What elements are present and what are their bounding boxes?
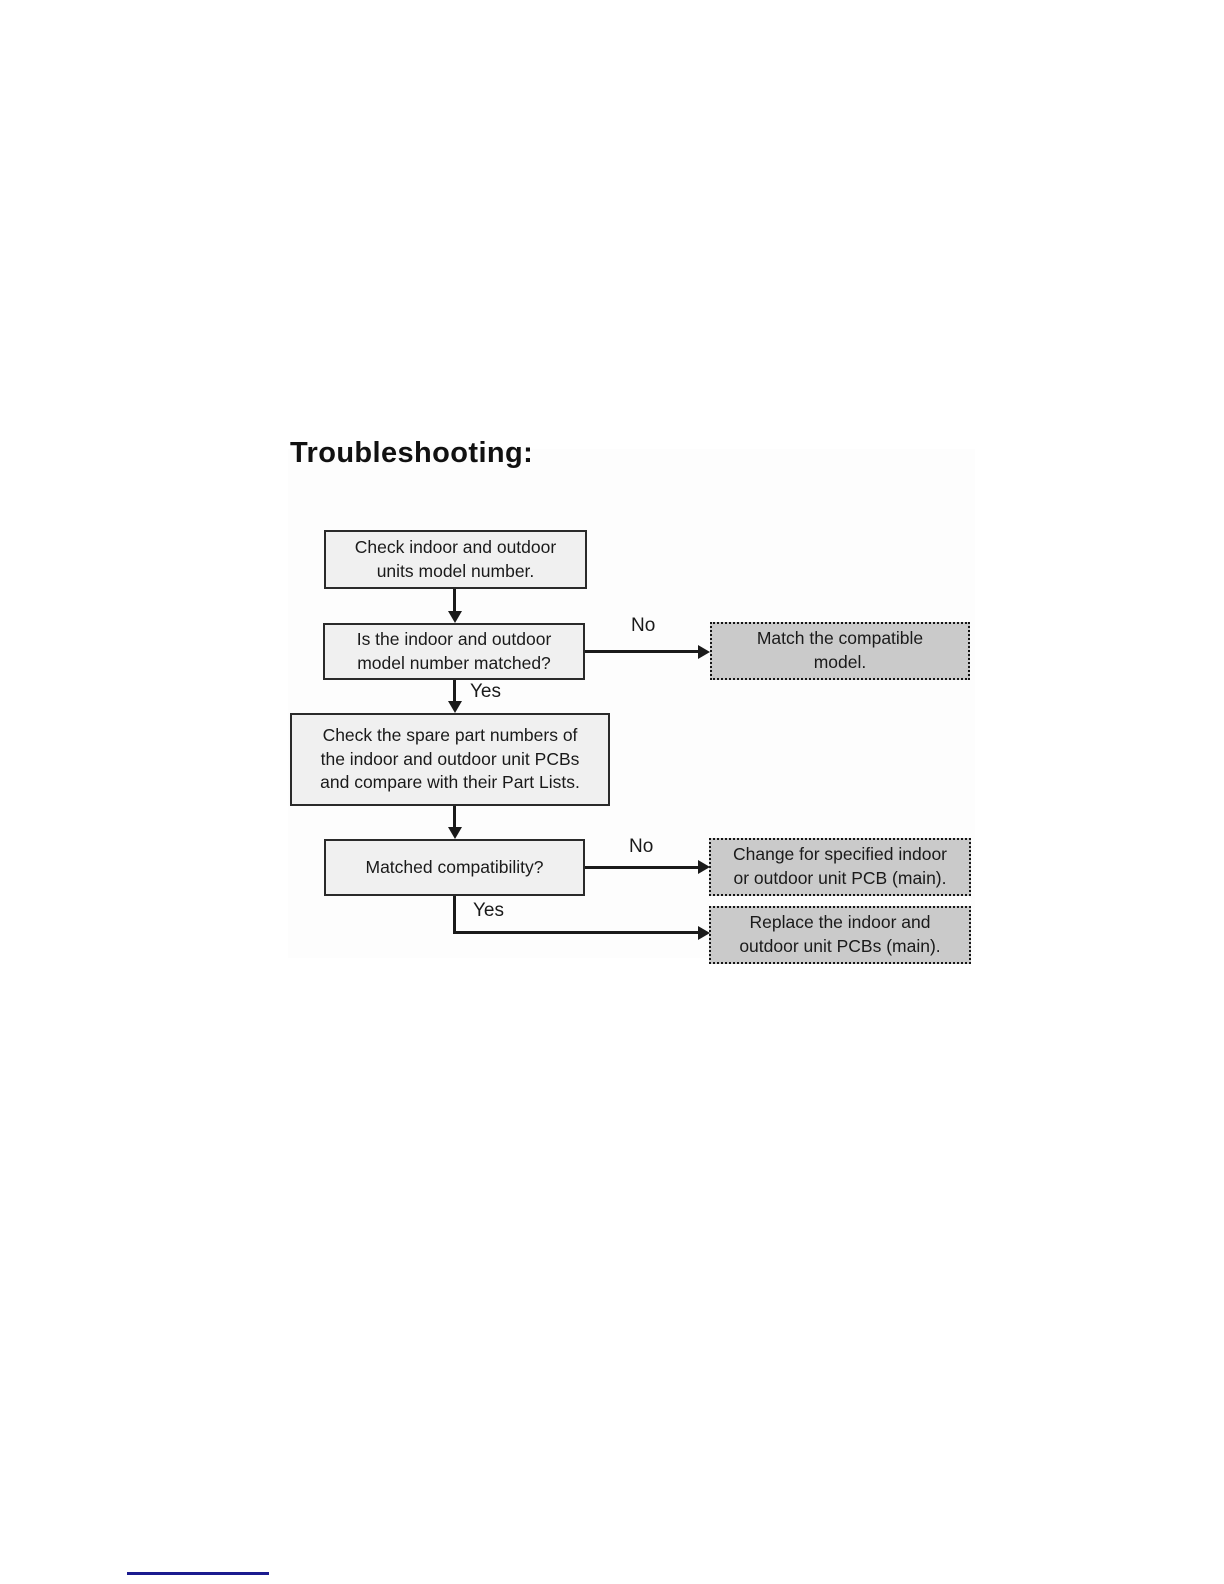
- connector-d-to-g-horizontal: [453, 931, 699, 934]
- connector-d-to-g-vertical: [453, 896, 456, 934]
- node-model-number-matched: Is the indoor and outdoor model number m…: [323, 623, 585, 680]
- arrowhead-down-icon: [448, 827, 462, 839]
- edge-label-yes-1: Yes: [470, 681, 501, 702]
- node-check-model-number: Check indoor and outdoor units model num…: [324, 530, 587, 589]
- arrowhead-right-icon: [698, 926, 710, 940]
- arrowhead-down-icon: [448, 611, 462, 623]
- node-matched-compatibility: Matched compatibility?: [324, 839, 585, 896]
- node-replace-pcbs: Replace the indoor and outdoor unit PCBs…: [709, 906, 971, 964]
- arrowhead-right-icon: [698, 645, 710, 659]
- connector-c-to-d: [453, 806, 456, 829]
- node-change-specified-pcb: Change for specified indoor or outdoor u…: [709, 838, 971, 896]
- connector-a-to-b: [453, 589, 456, 613]
- footer-rule: [127, 1572, 269, 1575]
- connector-b-to-c: [453, 680, 456, 703]
- arrowhead-down-icon: [448, 701, 462, 713]
- edge-label-yes-2: Yes: [473, 900, 504, 921]
- connector-d-to-f: [585, 866, 699, 869]
- page-title: Troubleshooting:: [290, 437, 534, 469]
- arrowhead-right-icon: [698, 860, 710, 874]
- node-check-spare-parts: Check the spare part numbers of the indo…: [290, 713, 610, 806]
- connector-b-to-e: [585, 650, 699, 653]
- edge-label-no-2: No: [629, 836, 654, 857]
- edge-label-no-1: No: [631, 615, 656, 636]
- node-match-compatible-model: Match the compatible model.: [710, 622, 970, 680]
